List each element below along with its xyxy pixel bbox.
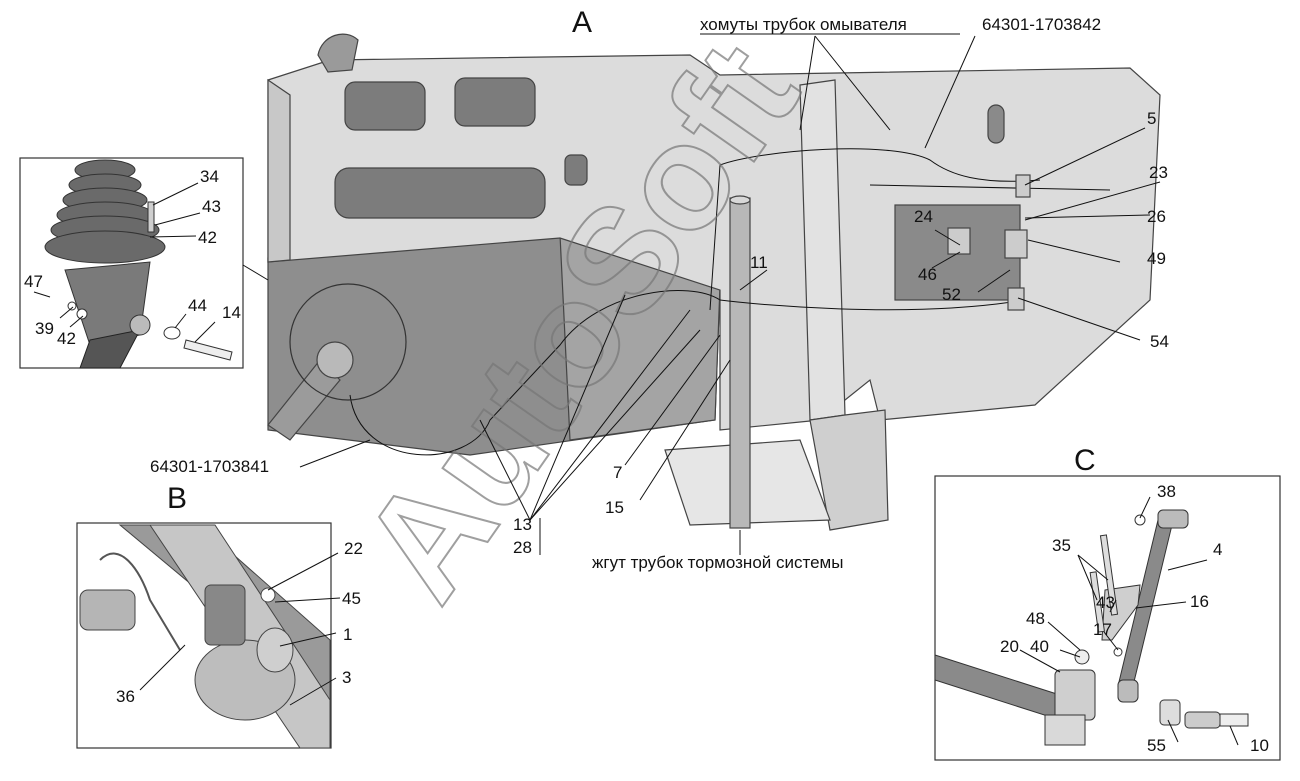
part-number-lower: 64301-1703841: [150, 457, 269, 476]
brake-harness-note: жгут трубок тормозной системы: [592, 553, 843, 572]
b-callout-1: 1: [343, 625, 352, 644]
labels: А В С хомуты трубок омывателя 64301-1703…: [24, 6, 1269, 755]
c-callout-38: 38: [1157, 482, 1176, 501]
inset-callout-42b: 42: [57, 329, 76, 348]
callout-13: 13: [513, 515, 532, 534]
b-callout-3: 3: [342, 668, 351, 687]
inset-callout-34: 34: [200, 167, 219, 186]
b-callout-22: 22: [344, 539, 363, 558]
c-callout-35: 35: [1052, 536, 1071, 555]
callout-26: 26: [1147, 207, 1166, 226]
inset-callout-44: 44: [188, 296, 207, 315]
callout-11: 11: [750, 253, 768, 272]
view-a-title: А: [572, 6, 592, 39]
main-assembly-view: [267, 33, 1161, 531]
callout-52: 52: [942, 285, 961, 304]
c-callout-16: 16: [1190, 592, 1209, 611]
c-callout-4: 4: [1213, 540, 1222, 559]
view-b-title: В: [167, 482, 187, 515]
c-callout-55: 55: [1147, 736, 1166, 755]
c-callout-40: 40: [1030, 637, 1049, 656]
b-callout-45: 45: [342, 589, 361, 608]
detail-c-view: [934, 475, 1281, 761]
callout-46: 46: [918, 265, 937, 284]
inset-callout-42a: 42: [198, 228, 217, 247]
callout-23: 23: [1149, 163, 1168, 182]
detail-b-view: [76, 522, 332, 749]
callout-49: 49: [1147, 249, 1166, 268]
c-callout-48: 48: [1026, 609, 1045, 628]
leader-lines: [33, 33, 1239, 746]
c-callout-10: 10: [1250, 736, 1269, 755]
callout-5: 5: [1147, 109, 1156, 128]
callout-24: 24: [914, 207, 933, 226]
view-c-title: С: [1074, 444, 1096, 477]
inset-callout-14: 14: [222, 303, 241, 322]
inset-callout-39: 39: [35, 319, 54, 338]
c-callout-43: 43: [1096, 593, 1115, 612]
washer-clamps-note: хомуты трубок омывателя: [700, 15, 907, 34]
detail-b-marker: [289, 283, 407, 401]
part-number-upper: 64301-1703842: [982, 15, 1101, 34]
inset-left-view: [19, 157, 244, 369]
callout-28: 28: [513, 538, 532, 557]
c-callout-20: 20: [1000, 637, 1019, 656]
inset-callout-47: 47: [24, 272, 43, 291]
callout-54: 54: [1150, 332, 1169, 351]
inset-callout-43: 43: [202, 197, 221, 216]
callout-7: 7: [613, 463, 622, 482]
b-callout-36: 36: [116, 687, 135, 706]
c-callout-17: 17: [1093, 620, 1112, 639]
callout-15: 15: [605, 498, 624, 517]
